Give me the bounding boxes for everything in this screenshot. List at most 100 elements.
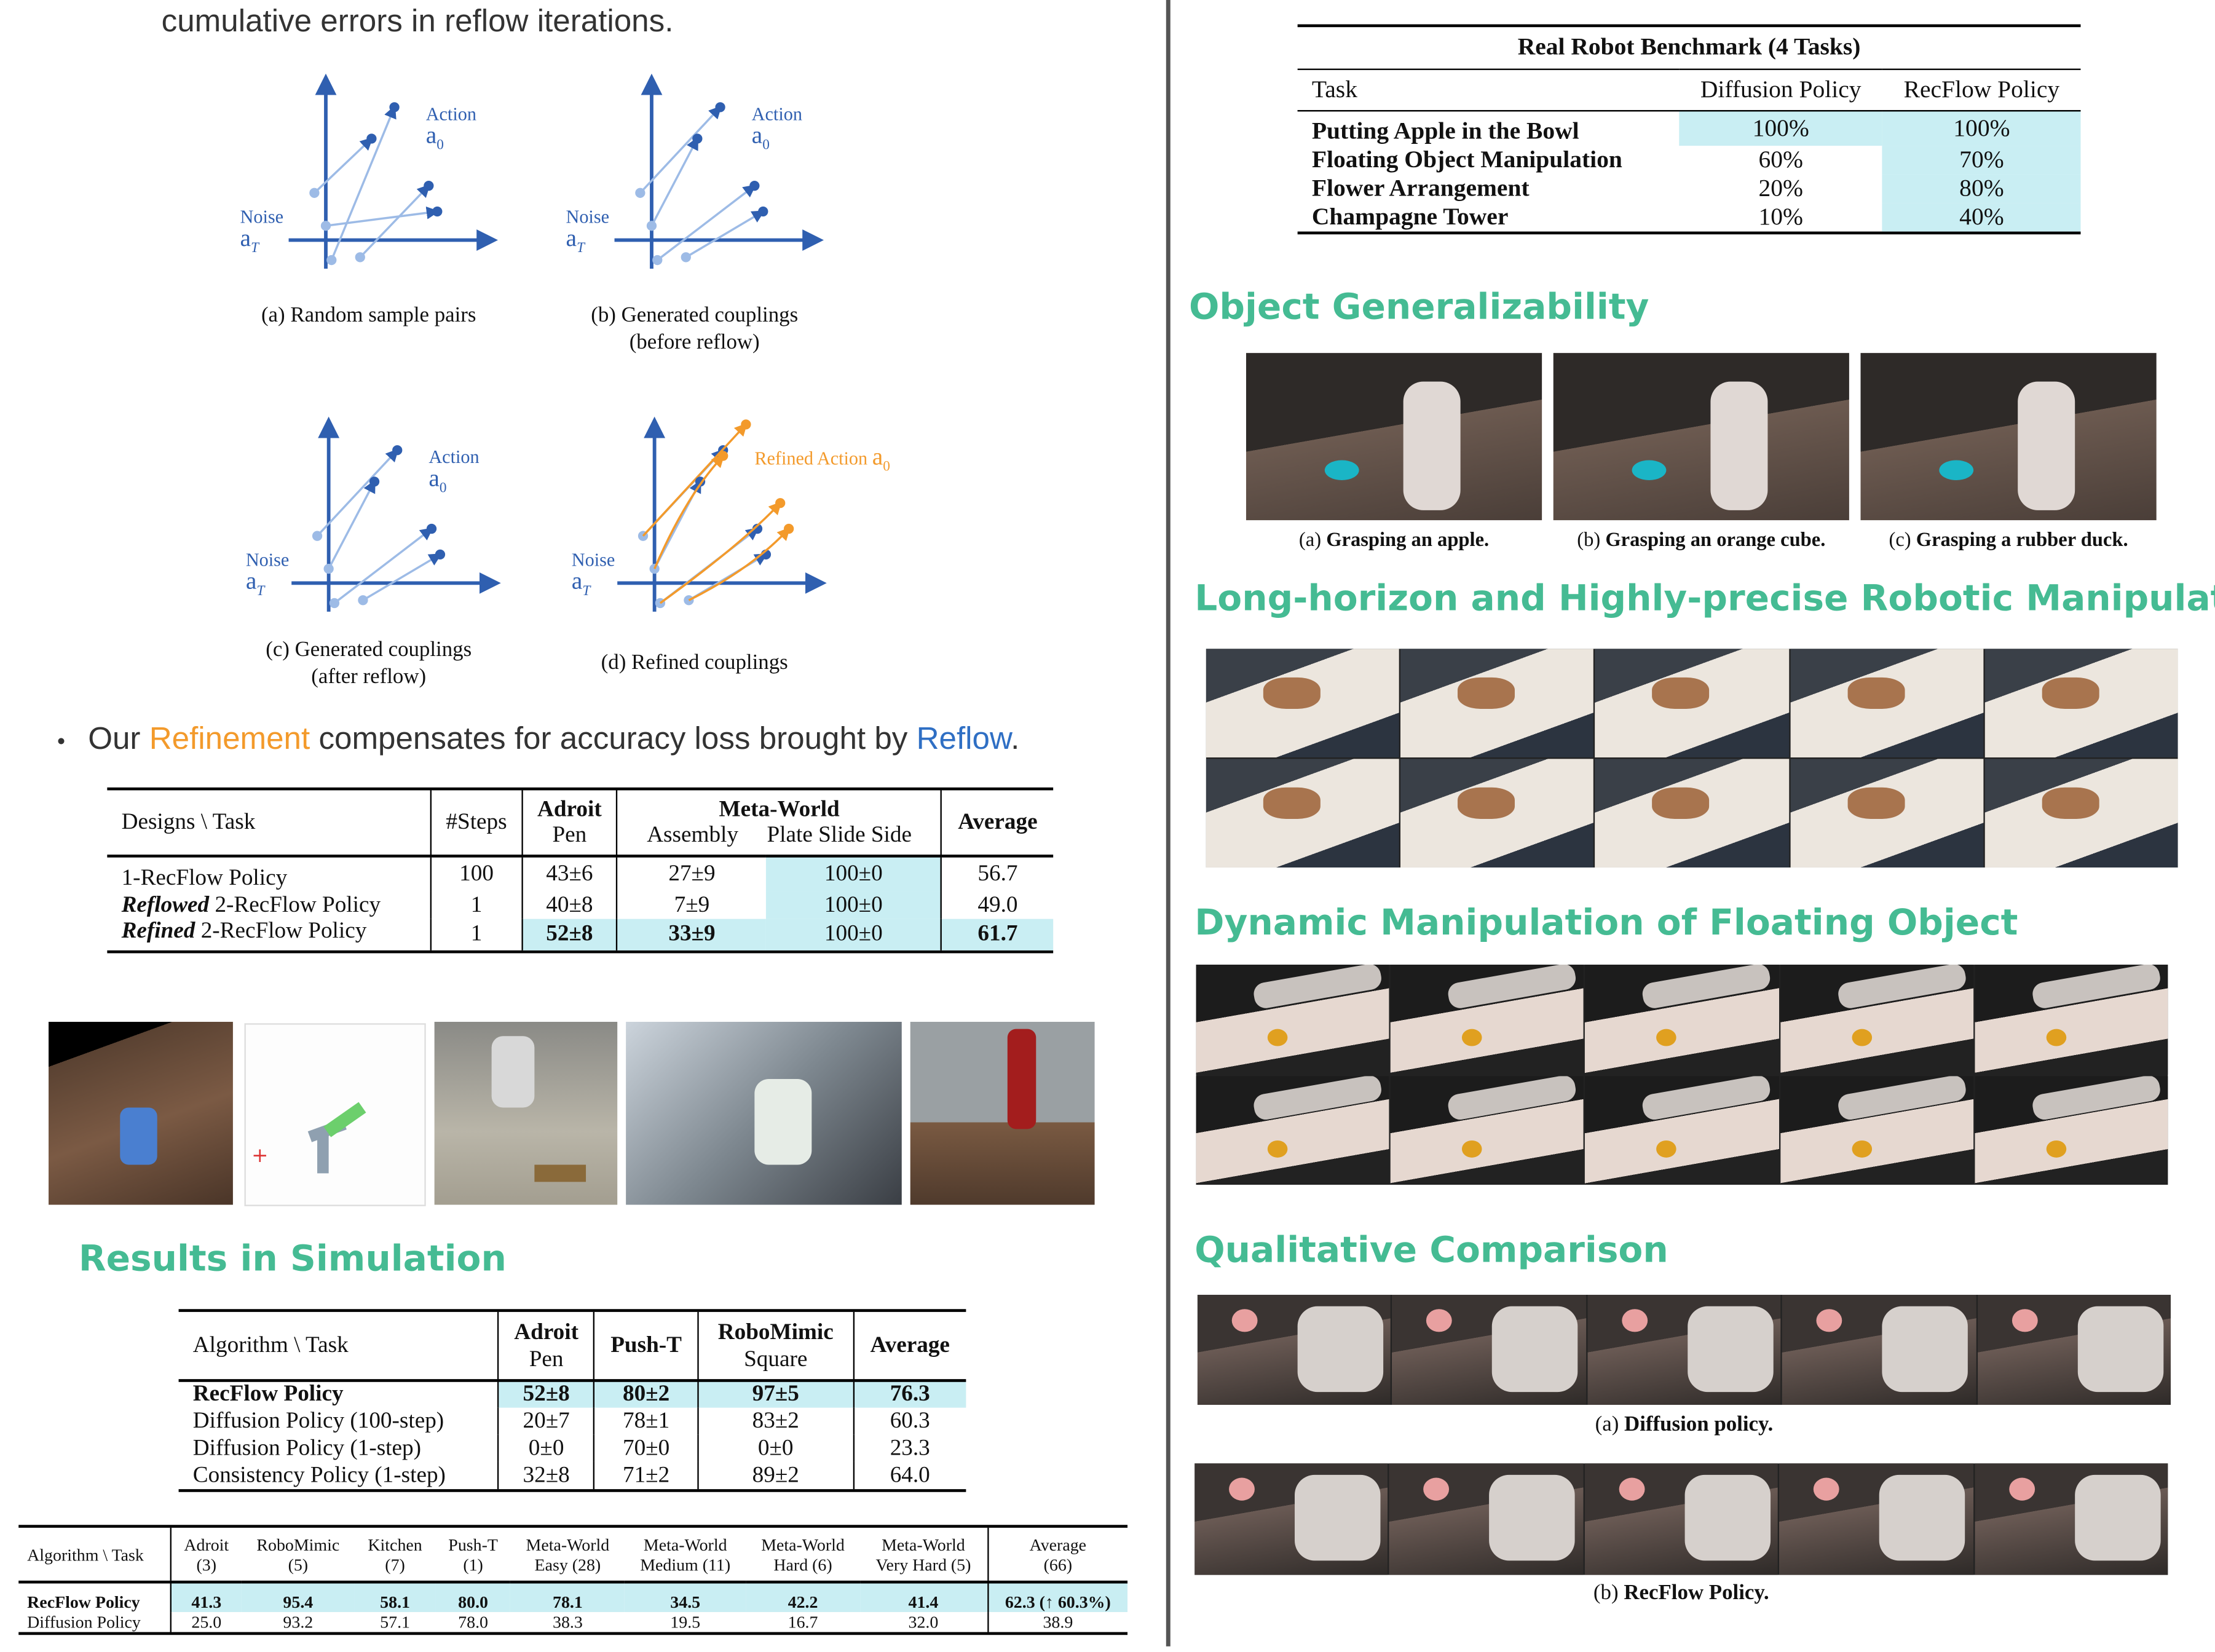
video-frame xyxy=(1984,759,2178,867)
video-frame xyxy=(1780,1075,1973,1185)
video-frame xyxy=(1194,1463,1388,1575)
pen-cell: 52±8 xyxy=(497,1380,594,1408)
steps-cell: 1 xyxy=(430,919,523,950)
video-frame xyxy=(1206,649,1400,757)
design-name: Refined 2-RecFlow Policy xyxy=(121,919,367,944)
object-photo xyxy=(1553,353,1849,521)
algorithm-name: Diffusion Policy (100-step) xyxy=(192,1408,444,1433)
average-cell: 56.7 xyxy=(941,856,1054,892)
table-row: Putting Apple in the Bowl 100%100% xyxy=(1298,109,2081,145)
video-frame xyxy=(1197,1294,1391,1405)
coupling-diagram-svg xyxy=(614,73,824,269)
summary-cell: 93.2 xyxy=(283,1612,314,1632)
pusht-cell: 80±2 xyxy=(593,1380,698,1408)
avg-cell: 76.3 xyxy=(852,1380,966,1408)
recflow-cell: 100% xyxy=(1882,109,2081,145)
video-frame xyxy=(1585,965,1779,1074)
video-frame xyxy=(1780,965,1973,1074)
action-label: Action a0 xyxy=(751,103,802,154)
video-frame xyxy=(1779,1463,1973,1575)
average-cell: 49.0 xyxy=(941,891,1054,919)
average-cell: 61.7 xyxy=(941,919,1054,950)
diffusion-cell: 10% xyxy=(1758,202,1803,230)
pen-cell: 32±8 xyxy=(497,1461,594,1490)
square-cell: 97±5 xyxy=(697,1380,853,1408)
summary-cell: 19.5 xyxy=(670,1612,701,1632)
video-frame xyxy=(1974,1075,2168,1185)
summary-header: Algorithm \ Task xyxy=(27,1544,144,1565)
video-frame xyxy=(1984,649,2178,757)
refinement-bullet: •Our Refinement compensates for accuracy… xyxy=(57,720,1020,756)
long-horizon-frames xyxy=(1206,649,2178,867)
sim-image-kitchen xyxy=(626,1022,902,1205)
summary-header: RoboMimic(5) xyxy=(256,1534,340,1575)
pen-cell: 0±0 xyxy=(497,1434,594,1462)
task-name: Flower Arrangement xyxy=(1311,173,1530,201)
sim-image-adroit xyxy=(49,1022,233,1205)
diffusion-cell: 100% xyxy=(1679,109,1883,145)
pen-cell: 52±8 xyxy=(521,919,617,950)
task-name: Floating Object Manipulation xyxy=(1311,144,1622,173)
sim-image-metaworld xyxy=(910,1022,1095,1205)
video-frame xyxy=(1595,759,1789,867)
coupling-diagram-svg xyxy=(288,73,499,269)
summary-header: Average(66) xyxy=(987,1527,1128,1583)
pusht-cell: 78±1 xyxy=(593,1407,698,1435)
algorithm-name: Consistency Policy (1-step) xyxy=(192,1463,446,1487)
long-horizon-heading: Long-horizon and Highly-precise Robotic … xyxy=(1194,577,2215,619)
algorithm-name: Diffusion Policy xyxy=(27,1612,141,1632)
benchmark-header: Task xyxy=(1311,75,1357,103)
task-name: Putting Apple in the Bowl xyxy=(1311,116,1579,144)
task-name: Champagne Tower xyxy=(1311,202,1509,230)
square-cell: 83±2 xyxy=(697,1407,853,1435)
svg-text:+: + xyxy=(251,1144,268,1167)
video-frame xyxy=(1196,965,1389,1074)
diffusion-policy-frames xyxy=(1197,1294,2171,1405)
summary-cell: 42.2 xyxy=(746,1582,860,1613)
summary-cell: 41.3 xyxy=(170,1582,242,1613)
sim-image-pusht: + xyxy=(244,1023,426,1206)
assembly-cell: 7±9 xyxy=(616,891,767,919)
qualitative-comparison-heading: Qualitative Comparison xyxy=(1194,1229,1668,1271)
benchmark-title: Real Robot Benchmark (4 Tasks) xyxy=(1517,33,1861,61)
header-designs-task: Designs \ Task xyxy=(121,809,256,834)
video-frame xyxy=(1782,1294,1976,1405)
object-caption: (c) Grasping a rubber duck. xyxy=(1889,530,2128,552)
algorithm-name: Diffusion Policy (1-step) xyxy=(192,1435,422,1460)
plate-slide-cell: 100±0 xyxy=(766,919,942,950)
object-photo xyxy=(1860,353,2157,521)
video-frame xyxy=(1790,649,1983,757)
bullet-mid: compensates for accuracy loss brought by xyxy=(310,720,917,756)
video-frame xyxy=(1585,1075,1779,1185)
results-in-simulation-heading: Results in Simulation xyxy=(78,1238,507,1279)
summary-cell: 95.4 xyxy=(241,1582,355,1613)
video-frame xyxy=(1206,759,1400,867)
action-label: Action a0 xyxy=(428,446,480,497)
object-caption: (a) Grasping an apple. xyxy=(1298,530,1490,552)
action-label: Refined Action a0 xyxy=(754,443,890,475)
diagram-caption: (d) Refined couplings xyxy=(601,651,788,675)
avg-cell: 23.3 xyxy=(852,1434,966,1462)
summary-header: Kitchen(7) xyxy=(368,1534,422,1575)
video-frame xyxy=(1389,1463,1584,1575)
header-pusht: Push-T xyxy=(593,1311,698,1381)
summary-cell: 38.9 xyxy=(987,1612,1128,1632)
plate-slide-cell: 100±0 xyxy=(766,856,942,892)
recflow-cell: 70% xyxy=(1882,144,2081,174)
